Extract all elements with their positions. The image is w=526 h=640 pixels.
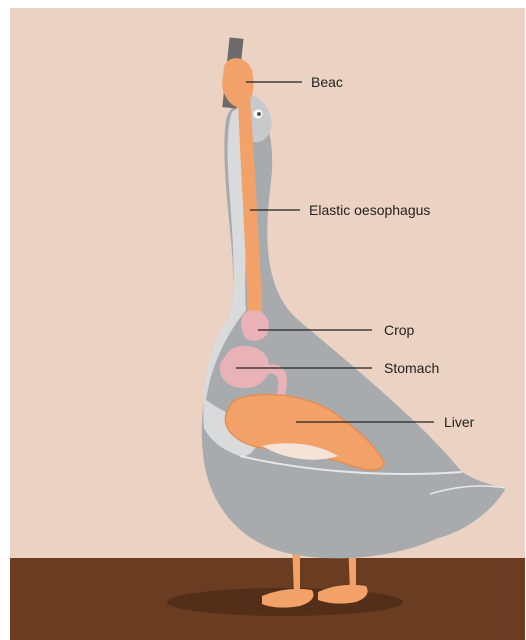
beak-label: Beac (311, 74, 343, 90)
oesophagus-label: Elastic oesophagus (309, 202, 430, 218)
crop-shape (241, 310, 269, 341)
crop-label: Crop (384, 322, 415, 338)
stomach-label: Stomach (384, 360, 439, 376)
liver-label: Liver (444, 414, 475, 430)
